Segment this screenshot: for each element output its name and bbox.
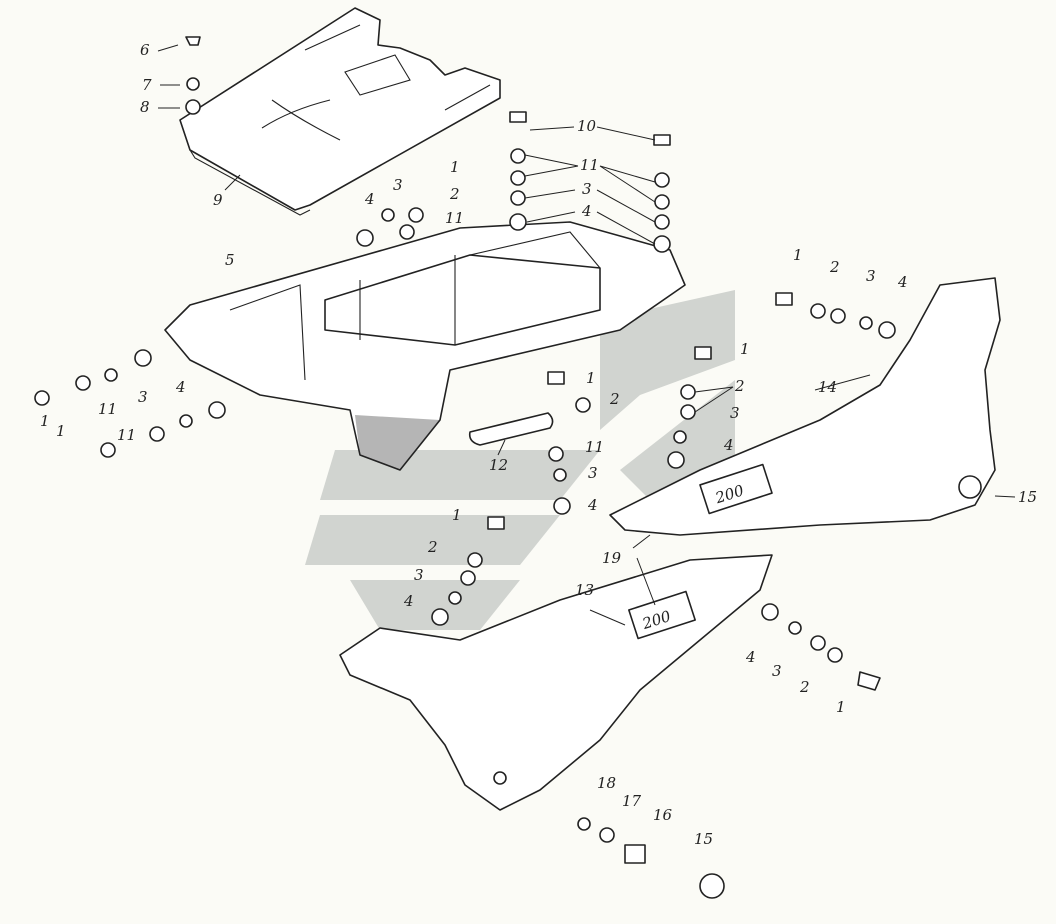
callout-2: 2 [799,678,810,696]
callout-11: 11 [580,156,599,174]
callout-15: 15 [694,830,713,848]
callout-4: 4 [175,378,186,396]
callout-17: 17 [622,792,642,810]
callout-4: 4 [745,648,756,666]
callout-8: 8 [140,98,150,116]
fasteners [34,36,896,899]
callout-3: 3 [866,267,876,285]
callout-1: 1 [56,422,66,440]
callout-3: 3 [772,662,782,680]
callout-2: 2 [829,258,840,276]
callout-11: 11 [117,426,136,444]
callout-3: 3 [582,180,592,198]
callout-1: 1 [836,698,846,716]
side-cover-13: 200 [339,554,773,811]
callout-9: 9 [213,191,223,209]
callout-1: 1 [740,340,750,358]
callout-11: 11 [585,438,604,456]
callout-4: 4 [581,202,592,220]
callout-3: 3 [588,464,598,482]
callout-2: 2 [427,538,438,556]
callout-11: 11 [98,400,117,418]
callout-3: 3 [393,176,403,194]
callout-7: 7 [142,76,152,94]
callout-18: 18 [597,774,616,792]
callout-3: 3 [414,566,424,584]
callout-1: 1 [450,158,460,176]
callout-10: 10 [577,117,597,135]
callout-12: 12 [489,456,508,474]
callout-19: 19 [602,549,622,567]
callout-2: 2 [734,377,745,395]
callout-4: 4 [723,436,734,454]
battery-tray-5 [164,221,686,471]
callout-1: 1 [40,412,50,430]
callout-1: 1 [452,506,462,524]
callout-4: 4 [364,190,375,208]
callout-11: 11 [445,209,464,227]
knob-15-upper [958,475,982,499]
callout-3: 3 [730,404,740,422]
bracket-12 [468,412,554,446]
callout-2: 2 [449,185,460,203]
callout-1: 1 [793,246,803,264]
leader-lines [157,44,1016,626]
cover-plate-9 [179,7,501,216]
callout-3: 3 [138,388,148,406]
callout-6: 6 [140,41,150,59]
callout-13: 13 [575,581,594,599]
callout-4: 4 [587,496,598,514]
callout-labels: 6 7 8 9 1 3 2 4 11 10 11 3 4 5 1 2 3 4 1… [40,41,1037,848]
callout-2: 2 [609,390,620,408]
callout-14: 14 [818,378,837,396]
badge-upper [699,463,773,515]
callout-5: 5 [225,251,235,269]
badge-lower [628,590,696,640]
callout-1: 1 [586,369,596,387]
side-cover-14: 200 [609,277,1001,536]
callout-4: 4 [897,273,908,291]
callout-4: 4 [403,592,414,610]
callout-15: 15 [1018,488,1037,506]
callout-16: 16 [653,806,673,824]
